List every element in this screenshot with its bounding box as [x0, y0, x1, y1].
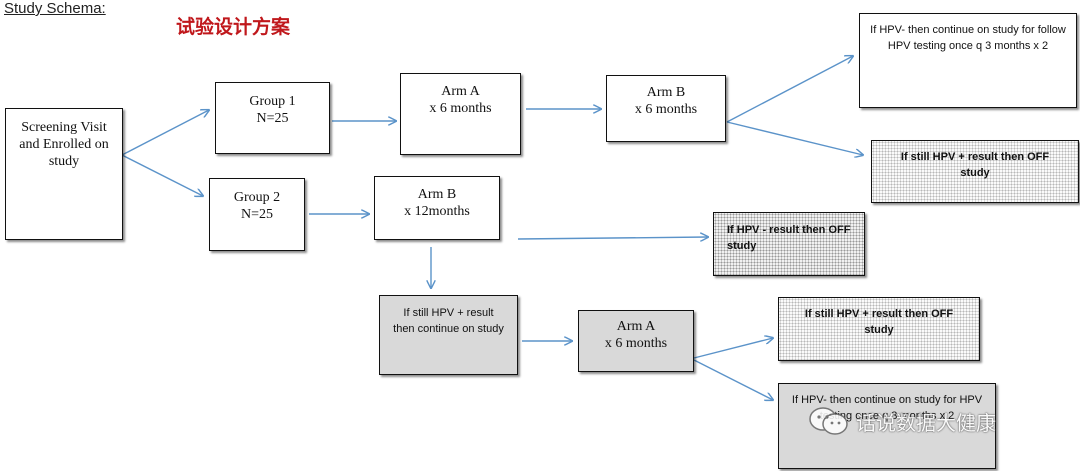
arrow-arm-b-to-hpv-neg-off [517, 237, 708, 239]
arrow-screening-to-group2 [121, 154, 203, 196]
arm-a-bottom-duration: x 6 months [604, 336, 668, 351]
screening-box: Screening Visit and Enrolled on study [5, 108, 123, 240]
hpv-neg-follow-text: If HPV- then continue on study for follo… [870, 24, 1066, 52]
group2-count: N=25 [240, 207, 273, 222]
arm-b-mid-duration: x 12months [404, 204, 470, 219]
hpv-neg-follow-text-2: If HPV- then continue on study for HPV t… [791, 394, 983, 422]
group1-box: Group 1 N=25 [215, 82, 330, 154]
arrow-arm-b-to-hpv-neg-follow [726, 56, 853, 123]
hpv-pos-off-text-1: If still HPV + result then OFF study [900, 151, 1050, 179]
arm-b-mid-box: Arm B x 12months [374, 176, 500, 240]
arm-a-top-box: Arm A x 6 months [400, 73, 521, 155]
wechat-icon [809, 407, 848, 435]
hpv-neg-follow-box: If HPV- then continue on study for follo… [859, 13, 1077, 108]
arm-b-top-box: Arm B x 6 months [606, 75, 726, 142]
hpv-neg-off-box: If HPV - result then OFF study [713, 212, 865, 276]
arm-a-bottom-label: Arm A [616, 319, 656, 334]
arrow-arm-a-to-hpv-pos-off [693, 338, 773, 359]
watermark: 话说数据大健康 [808, 406, 996, 436]
arm-a-top-duration: x 6 months [429, 101, 492, 116]
watermark-text: 话说数据大健康 [856, 410, 996, 435]
hpv-pos-continue-box: If still HPV + result then continue on s… [379, 295, 518, 375]
group1-count: N=25 [256, 111, 289, 126]
hpv-pos-off-box-2: If still HPV + result then OFF study [778, 297, 980, 361]
arm-b-top-label: Arm B [646, 85, 686, 100]
arm-b-top-duration: x 6 months [634, 102, 698, 117]
schema-subtitle-cn: 试验设计方案 [176, 16, 291, 38]
hpv-neg-follow-box-2: If HPV- then continue on study for HPV t… [778, 383, 996, 469]
screening-text: Screening Visit and Enrolled on study [19, 120, 109, 169]
hpv-pos-off-box-1: If still HPV + result then OFF study [871, 140, 1079, 203]
arm-b-mid-label: Arm B [417, 187, 457, 202]
arm-a-bottom-box: Arm A x 6 months [578, 310, 694, 372]
hpv-pos-off-text-2: If still HPV + result then OFF study [804, 308, 954, 336]
arrow-screening-to-group1 [121, 110, 209, 156]
hpv-neg-off-text: If HPV - result then OFF study [727, 224, 851, 252]
arrow-arm-b-to-hpv-pos-off [726, 121, 863, 155]
group2-label: Group 2 [233, 190, 281, 205]
hpv-pos-continue-text: If still HPV + result then continue on s… [393, 307, 504, 335]
arm-a-top-label: Arm A [441, 84, 480, 99]
schema-title: Study Schema: [4, 0, 106, 17]
arrow-arm-a-to-hpv-neg-follow-2 [693, 359, 773, 400]
group2-box: Group 2 N=25 [209, 178, 305, 251]
group1-label: Group 1 [249, 94, 296, 109]
